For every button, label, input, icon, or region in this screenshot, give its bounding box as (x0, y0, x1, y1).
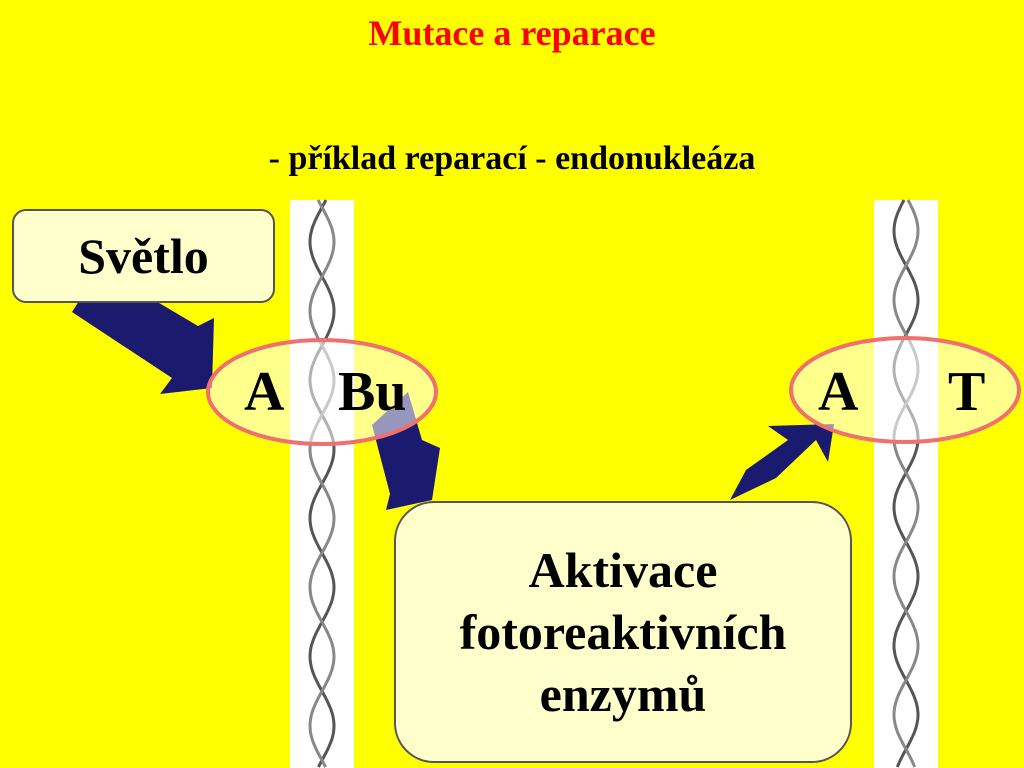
dna-helix-right-strand-a (892, 199, 920, 768)
light-box: Světlo (12, 209, 275, 303)
base-t: T (948, 361, 986, 423)
enzyme-label-line-3: enzymů (539, 666, 707, 722)
slide-subtitle: - příklad reparací - endonukleáza (268, 140, 756, 177)
enzyme-box: Aktivace fotoreaktivních enzymů (394, 501, 852, 763)
dna-strand-right-band (874, 200, 938, 768)
base-bu: Bu (338, 361, 407, 423)
ellipse-damaged-pair (206, 338, 438, 446)
enzyme-label: Aktivace fotoreaktivních enzymů (460, 539, 787, 725)
ellipse-repaired-pair (789, 336, 1021, 444)
base-a-damaged: A (244, 361, 285, 423)
dna-helix-right-strand-b (892, 199, 920, 768)
light-label: Světlo (78, 228, 209, 284)
base-a-repaired: A (818, 361, 859, 423)
slide-title: Mutace a reparace (368, 13, 656, 53)
enzyme-label-line-2: fotoreaktivních (459, 604, 787, 660)
enzyme-label-line-1: Aktivace (528, 542, 718, 598)
arrow-enzyme-to-repair (730, 424, 834, 500)
dna-helix-left-strand-b (308, 199, 336, 768)
